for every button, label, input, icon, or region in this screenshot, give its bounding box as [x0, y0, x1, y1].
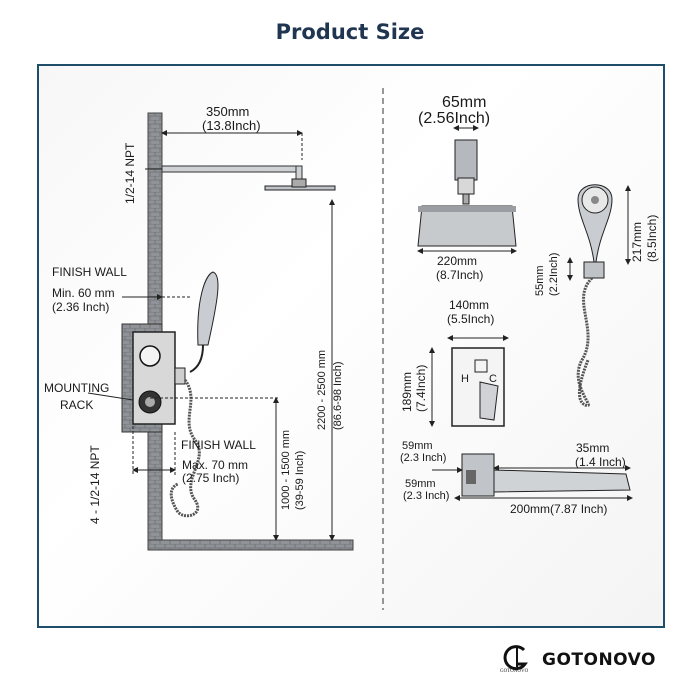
- shower-arm: [161, 165, 303, 173]
- overall-height-inch-label: (86.6-98 Inch): [332, 361, 344, 430]
- rain-head-side: [264, 185, 336, 191]
- plate-width-inch-label: (5.5Inch): [447, 312, 495, 326]
- hose-right: [576, 276, 594, 408]
- wall-holder: [583, 261, 605, 279]
- spout-base-top-label: 59mm: [402, 440, 433, 452]
- finish-wall-bottom-label: FINISH WALL: [181, 438, 256, 452]
- spout-length-label: 200mm(7.87 Inch): [510, 502, 608, 516]
- hand-length-inch-label: (8.5Inch): [645, 214, 659, 262]
- flange-width-label: 65mm: [442, 94, 487, 111]
- brand-logo: GOTONOVO GOTONOVO: [500, 644, 656, 676]
- holder-height-inch-label: (2.2Inch): [548, 252, 560, 296]
- tub-spout: [493, 469, 631, 493]
- valve-height-label: 1000 - 1500 mm: [280, 429, 292, 510]
- brand-name: GOTONOVO: [542, 650, 656, 670]
- max-depth-inch-label: (2.75 Inch): [182, 471, 240, 485]
- hot-mark: H: [461, 373, 469, 385]
- hand-length-label: 217mm: [630, 221, 644, 262]
- max-depth-label: Max. 70 mm: [182, 458, 249, 472]
- head-width-inch-label: (8.7Inch): [436, 268, 484, 282]
- arm-flange: [454, 139, 478, 181]
- spout-base-inch-label: (2.3 Inch): [403, 490, 450, 502]
- hose-left: [176, 379, 201, 518]
- mounting-rack-label: MOUNTING RACK: [44, 381, 110, 412]
- finish-wall-top-label: FINISH WALL: [52, 265, 127, 279]
- spout-diameter-inch-label: (1.4 Inch): [575, 455, 626, 469]
- spout-base-label: 59mm: [405, 478, 436, 490]
- head-width-label: 220mm: [437, 254, 478, 268]
- plate-height-inch-label: (7.4Inch): [414, 364, 428, 412]
- hand-shower-side: [197, 271, 219, 346]
- npt-top-label: 1/2-14 NPT: [123, 142, 137, 204]
- npt-bottom-label: 4 - 1/2-14 NPT: [88, 445, 102, 524]
- valve-height-inch-label: (39-59 Inch): [294, 450, 306, 510]
- overall-height-label: 2200 - 2500 mm: [316, 349, 328, 430]
- plate-height-label: 189mm: [400, 371, 414, 412]
- min-depth-inch-label: (2.36 Inch): [52, 300, 110, 314]
- spout-base-top-inch-label: (2.3 Inch): [400, 452, 447, 464]
- flange-width-inch-label: (2.56Inch): [418, 110, 491, 127]
- page-title: Product Size: [275, 20, 425, 44]
- brand-mark: GOTONOVO: [500, 644, 534, 676]
- min-depth-label: Min. 60 mm: [52, 286, 115, 300]
- floor: [147, 539, 354, 551]
- brand-sub: GOTONOVO: [500, 669, 529, 674]
- holder-height-label: 55mm: [534, 265, 546, 296]
- arm-length-inch-label: (13.8Inch): [202, 118, 261, 133]
- arm-length-label: 350mm: [206, 104, 250, 119]
- plate-width-label: 140mm: [449, 298, 490, 312]
- valve-knob-top: [139, 345, 161, 367]
- spout-diameter-label: 35mm: [576, 441, 610, 455]
- cold-mark: C: [489, 373, 497, 385]
- lever-handle: [479, 381, 499, 421]
